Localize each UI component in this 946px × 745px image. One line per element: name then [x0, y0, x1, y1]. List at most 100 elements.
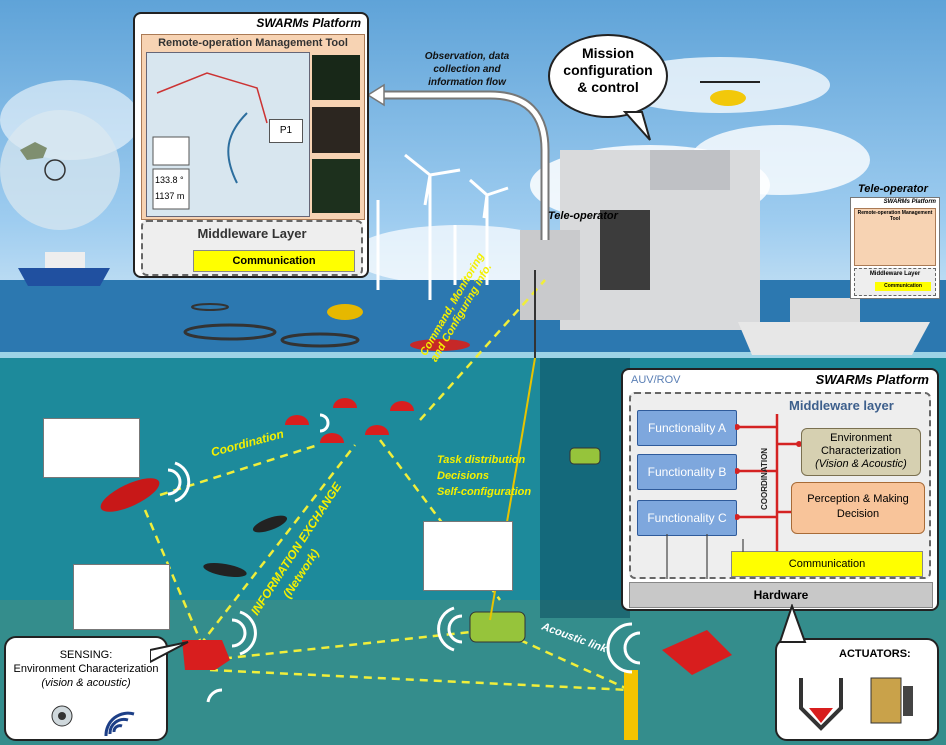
map-panel[interactable]: 133.8 ° 1137 m P1 — [146, 52, 310, 217]
map-track — [152, 72, 268, 210]
auv-swarms-platform: AUV/ROV SWARMs Platform Middleware layer… — [621, 368, 939, 611]
middleware-layer: Middleware Layer Communication — [141, 220, 363, 276]
connector-lines — [666, 534, 744, 579]
auv-tag: AUV/ROV — [631, 374, 681, 386]
task-distribution: Task distribution — [437, 454, 526, 466]
sonar-signals — [167, 413, 641, 703]
ship-left-cabin — [45, 252, 85, 268]
red-rov-left — [182, 640, 230, 670]
dinghy — [410, 339, 470, 351]
robot-hand-icon — [870, 677, 913, 724]
coordination-vertical-label: COORDINATION — [760, 447, 769, 510]
globe — [0, 110, 120, 230]
ship-right-cabin — [790, 298, 860, 322]
buoy — [327, 304, 363, 320]
mission-bubble: Mission configuration & control — [548, 34, 668, 118]
riser-pipe — [624, 670, 638, 740]
tool-title: Remote-operation Management Tool — [158, 37, 348, 49]
helicopter — [710, 90, 746, 106]
hardware-bar: Hardware — [629, 582, 933, 608]
environment-characterization-box: Environment Characterization (Vision & A… — [801, 428, 921, 476]
remote-operation-tool: Remote-operation Management Tool 133.8 °… — [141, 34, 365, 220]
island-shape — [20, 142, 47, 160]
video-feed-3[interactable] — [312, 159, 360, 213]
coordination-bus — [735, 414, 802, 556]
video-feed-1[interactable] — [312, 55, 360, 100]
platform-pillar — [540, 358, 630, 618]
bubble-tail — [622, 111, 651, 141]
auv-middleware: Middleware layer Functionality A Functio… — [629, 392, 931, 579]
globe-marker — [44, 159, 66, 181]
mini-tool-title: Remote-operation Management Tool — [857, 210, 933, 222]
green-rov-small — [569, 447, 601, 465]
p1-readout: P1 — [269, 119, 303, 143]
sensing-icons — [51, 705, 135, 737]
cloud — [350, 225, 570, 285]
waterline — [0, 352, 946, 358]
mini-platform: SWARMs Platform Remote-operation Managem… — [850, 197, 940, 299]
red-rov-right — [662, 630, 732, 675]
tether-cable — [489, 357, 536, 621]
auv-middleware-label: Middleware layer — [789, 398, 894, 413]
communication-links — [143, 279, 631, 692]
sensing-tail — [150, 641, 189, 664]
ship-left — [18, 268, 110, 286]
mini-middleware: Middleware Layer Communication — [854, 268, 936, 296]
perc-line1: Perception & Making — [807, 493, 909, 505]
top-swarms-platform: SWARMs Platform Remote-operation Managem… — [133, 12, 369, 278]
sensing-line1: Environment Characterization — [13, 663, 159, 675]
building-side — [520, 230, 580, 320]
thumb-platform-2 — [73, 564, 170, 630]
wind-turbines — [376, 153, 509, 300]
arrow-head — [366, 83, 385, 107]
middleware-label: Middleware Layer — [197, 226, 307, 241]
diver — [203, 562, 247, 578]
mini-middleware-label: Middleware Layer — [869, 271, 921, 277]
fish-farm — [280, 332, 360, 348]
sensing-text: SENSING: Environment Characterization (v… — [6, 648, 166, 690]
mini-communication: Communication — [875, 282, 931, 291]
auv-torpedo — [100, 478, 160, 512]
functionality-a: Functionality A — [637, 410, 737, 446]
actuators-title: ACTUATORS: — [839, 648, 911, 660]
top-platform-title: SWARMs Platform — [256, 16, 361, 30]
video-feed-2[interactable] — [312, 107, 360, 153]
sonar-icon — [104, 711, 135, 737]
thumb-platform-1 — [43, 418, 140, 478]
auv-platform-title: SWARMs Platform — [815, 372, 929, 387]
decisions-label: Decisions — [437, 470, 489, 482]
actuators-callout: ACTUATORS: — [775, 638, 939, 741]
communication-bar: Communication — [193, 250, 355, 272]
env-line2: Characterization — [820, 445, 902, 457]
flow-label: Observation, data collection and informa… — [424, 51, 510, 88]
building-top — [650, 150, 730, 190]
information-flow-arrow — [378, 90, 550, 240]
functionality-c: Functionality C — [637, 500, 737, 536]
mission-text: Mission configuration & control — [563, 45, 653, 95]
fish-farm — [183, 323, 277, 341]
depth-readout: 1137 m — [155, 191, 185, 201]
self-configuration: Self-configuration — [437, 486, 532, 498]
teleoperator-right: Tele-operator — [858, 183, 928, 195]
building-door — [600, 210, 650, 290]
green-rov — [469, 611, 526, 643]
teleoperator-center: Tele-operator — [548, 210, 618, 222]
sensing-callout: SENSING: Environment Characterization (v… — [4, 636, 168, 741]
sensing-line2: (vision & acoustic) — [41, 677, 131, 689]
gripper-icon — [799, 678, 843, 731]
heading-readout: 133.8 ° — [155, 175, 184, 185]
auv-communication: Communication — [731, 551, 923, 577]
functionality-b: Functionality B — [637, 454, 737, 490]
sensing-title: SENSING: — [59, 649, 113, 661]
perception-decision-box: Perception & Making Decision — [791, 482, 925, 534]
mini-platform-title: SWARMs Platform — [883, 199, 936, 205]
env-line3: (Vision & Acoustic) — [815, 458, 907, 470]
fish-farm — [191, 303, 229, 311]
red-vehicle-group — [285, 398, 414, 443]
env-line1: Environment — [830, 432, 892, 444]
ship-right — [738, 322, 930, 355]
information-flow-arrow-inner — [378, 92, 548, 240]
mini-tool: Remote-operation Management Tool — [854, 208, 936, 266]
thumb-platform-3 — [423, 521, 513, 591]
